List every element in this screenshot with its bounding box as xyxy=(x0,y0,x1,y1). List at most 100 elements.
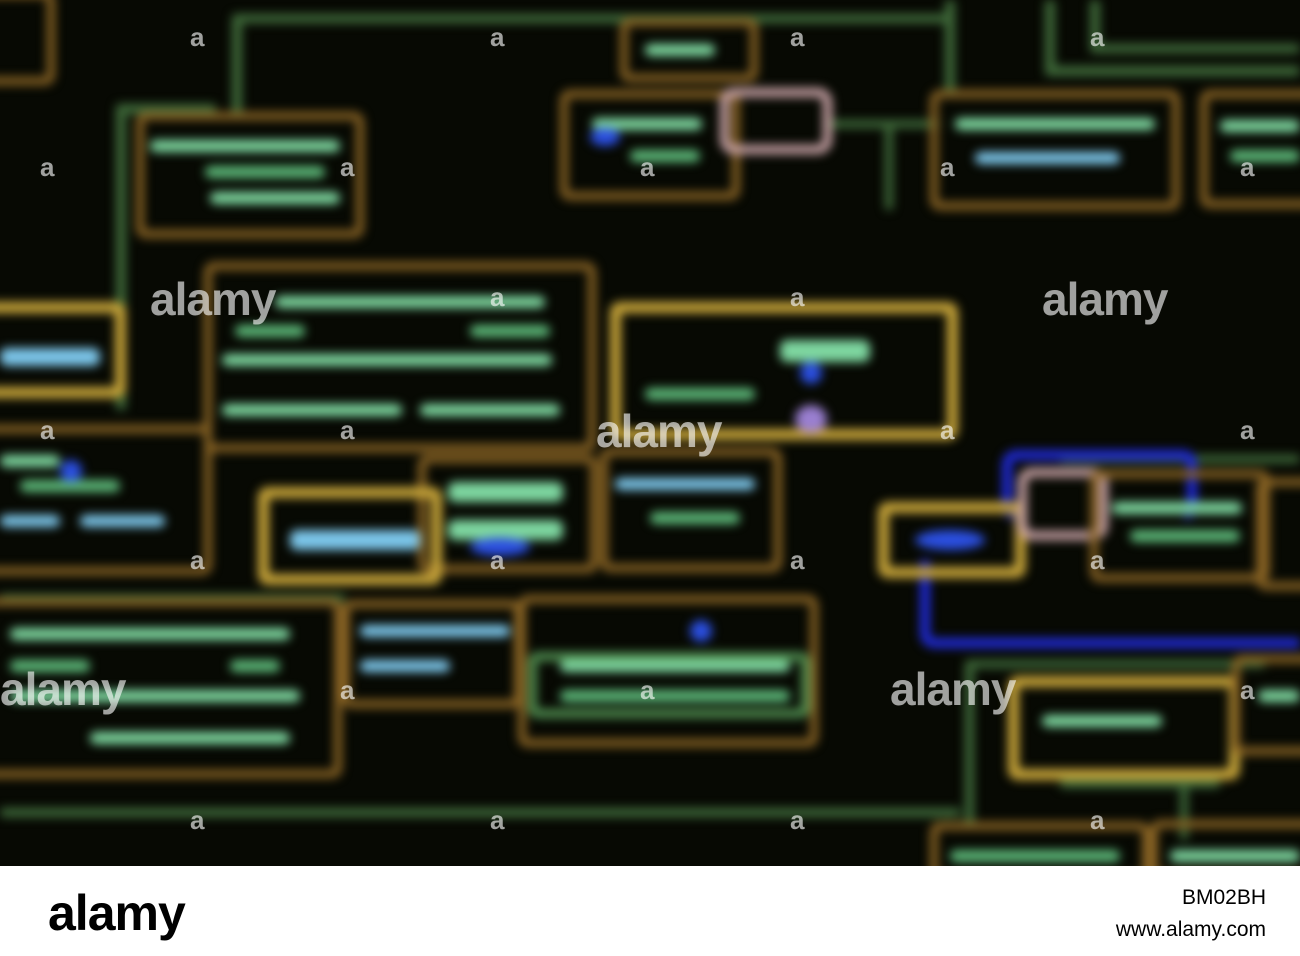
alamy-logo: alamy xyxy=(48,885,186,941)
watermark-pin: a xyxy=(490,805,505,835)
watermark-pin: a xyxy=(790,282,805,312)
watermark-pin: a xyxy=(940,415,955,445)
diagram-box xyxy=(204,262,596,452)
diagram-box xyxy=(528,652,810,718)
blurred-flowchart-scene xyxy=(0,0,1300,866)
blurred-text xyxy=(780,340,870,362)
connector-line xyxy=(830,120,940,128)
connector-line xyxy=(965,660,1265,668)
blue-box xyxy=(1002,450,1197,520)
diagram-box xyxy=(136,112,364,238)
blurred-text xyxy=(0,348,100,366)
connector-line xyxy=(965,665,974,825)
blurred-text xyxy=(1230,150,1300,162)
diagram-box xyxy=(1090,470,1270,582)
diagram-box xyxy=(0,425,212,575)
connector-line xyxy=(1045,66,1300,76)
blurred-text xyxy=(630,150,700,162)
watermark-pin: a xyxy=(40,152,55,182)
blurred-dot xyxy=(800,362,822,384)
blurred-dot xyxy=(60,460,82,482)
watermark-pin: a xyxy=(790,545,805,575)
diagram-box-highlight xyxy=(1018,468,1108,540)
blurred-text xyxy=(560,690,790,702)
blurred-text xyxy=(360,660,450,672)
diagram-box xyxy=(1200,90,1300,208)
blurred-text xyxy=(360,625,510,637)
blurred-diagram-photo: a a a a a a a a a a a a a a a a a a a a … xyxy=(0,0,1300,866)
diagram-box xyxy=(0,0,55,85)
watermark-pin: a xyxy=(340,152,355,182)
connector-line xyxy=(1090,44,1300,53)
blurred-text xyxy=(222,404,402,416)
watermark-pin: a xyxy=(940,152,955,182)
blurred-text xyxy=(10,690,300,702)
watermark-pin: a xyxy=(1240,415,1255,445)
watermark-pin: a xyxy=(190,805,205,835)
blurred-text xyxy=(10,660,90,672)
watermark-pin: a xyxy=(1090,22,1105,52)
connector-line xyxy=(1045,0,1055,75)
diagram-box xyxy=(518,595,818,747)
watermark-text: alamy xyxy=(596,405,722,457)
connector-line xyxy=(885,125,893,210)
diagram-box xyxy=(342,600,522,708)
blurred-text xyxy=(975,152,1120,164)
site-url: www.alamy.com xyxy=(1115,918,1266,941)
blurred-text xyxy=(448,482,563,502)
watermark-pin: a xyxy=(490,282,505,312)
connector-line xyxy=(116,110,126,410)
blurred-dot xyxy=(470,538,530,556)
watermark-text: alamy xyxy=(1042,273,1168,325)
blurred-text xyxy=(645,44,715,56)
diagram-box xyxy=(1232,655,1300,755)
blurred-text xyxy=(275,296,545,308)
blurred-text xyxy=(1220,120,1300,132)
blurred-text xyxy=(205,166,325,178)
watermark-pin: a xyxy=(640,675,655,705)
blurred-text xyxy=(1130,530,1240,542)
diagram-box xyxy=(0,598,342,778)
blurred-text xyxy=(210,192,340,204)
connector-line xyxy=(0,808,960,817)
watermark-pin: a xyxy=(1240,152,1255,182)
blurred-text xyxy=(560,660,790,672)
blurred-text xyxy=(470,325,550,337)
connector-line xyxy=(232,14,952,23)
watermark-pin: a xyxy=(190,545,205,575)
blurred-text xyxy=(1258,690,1300,702)
blurred-text xyxy=(650,512,740,524)
blurred-text xyxy=(950,850,1120,862)
blurred-text xyxy=(645,388,755,400)
diagram-box xyxy=(620,18,758,82)
stock-footer: alamy BM02BH www.alamy.com xyxy=(0,866,1300,956)
diagram-box xyxy=(1150,820,1300,866)
watermark-pin: a xyxy=(790,22,805,52)
blurred-text xyxy=(0,455,60,467)
watermark-text: alamy xyxy=(890,663,1016,715)
diagram-box xyxy=(560,90,740,200)
watermark-pin: a xyxy=(790,805,805,835)
watermark-pin: a xyxy=(340,415,355,445)
blurred-text xyxy=(1112,502,1242,514)
watermark-text: alamy xyxy=(0,663,126,715)
diagram-box-highlight xyxy=(610,302,958,440)
diagram-box-highlight xyxy=(258,487,442,585)
blurred-text xyxy=(592,118,702,130)
blurred-text xyxy=(448,520,563,540)
diagram-box xyxy=(930,822,1150,866)
diagram-box-highlight xyxy=(1008,676,1240,780)
blurred-text xyxy=(955,118,1155,130)
blurred-text xyxy=(235,325,305,337)
connector-line xyxy=(1090,0,1100,50)
diagram-box xyxy=(418,455,598,573)
diagram-box xyxy=(930,90,1180,210)
diagram-box-highlight xyxy=(720,88,832,154)
watermark-pin: a xyxy=(640,152,655,182)
watermark-pin: a xyxy=(1090,545,1105,575)
connector-line xyxy=(232,20,242,115)
watermark-pin: a xyxy=(340,675,355,705)
blurred-text xyxy=(1042,715,1162,727)
diagram-box xyxy=(600,448,782,572)
image-id: BM02BH xyxy=(1181,886,1266,909)
